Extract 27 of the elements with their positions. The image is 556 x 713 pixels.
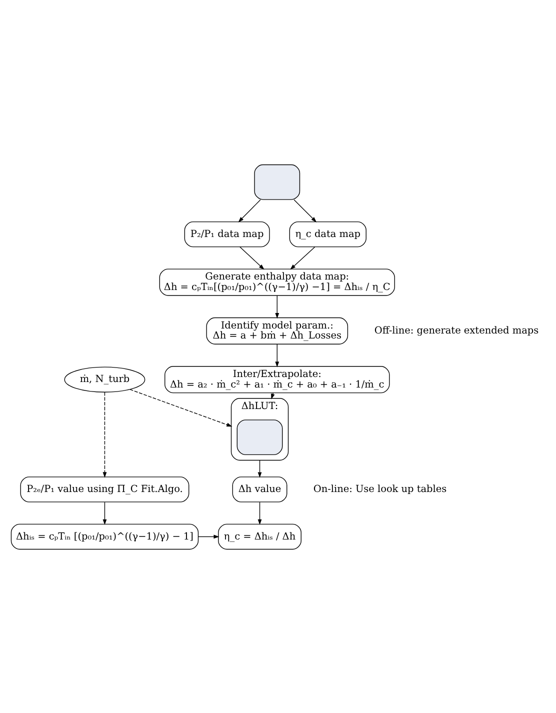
cluster: ΔhLUT: — [230, 398, 289, 460]
node-box: Inter/Extrapolate: Δh = a₂ · ṁ_c² + a₁ · ṁ_c + a₀ + a₋₁ · 1/ṁ_c — [164, 366, 390, 393]
arrow — [290, 246, 316, 270]
arrow — [198, 534, 220, 538]
label: On-line: Use look up tables — [313, 484, 447, 495]
node-box: η_c data map — [289, 220, 366, 247]
arrow — [102, 391, 107, 478]
node-box: Generate enthalpy data map: Δh = cₚTᵢₙ[(p₀₁/p₀₁)^((γ−1)/γ) −1] = Δhᵢₛ / η_C — [159, 268, 395, 296]
node-box — [254, 164, 300, 200]
node-box: η_c = Δhᵢₛ / Δh — [218, 523, 302, 550]
node-box: Δh value — [232, 476, 288, 502]
label: Off-line: generate extended maps — [374, 325, 539, 336]
node-box: P₂/P₁ data map — [184, 220, 270, 247]
node-ellipse: ṁ, N_turb — [64, 366, 146, 392]
arrow — [240, 246, 264, 270]
node-box: Identify model param.: Δh = a + bṁ + Δh_Losses — [206, 316, 348, 344]
arrow — [102, 501, 107, 524]
node-box — [236, 419, 283, 455]
arrow — [294, 198, 317, 222]
arrow — [258, 501, 262, 524]
arrow — [275, 294, 280, 318]
arrow — [258, 459, 262, 478]
arrow — [238, 198, 261, 222]
node-box: Δhᵢₛ = cₚTᵢₙ [(p₀₁/p₀₁)^((γ−1)/γ) − 1] — [10, 523, 199, 550]
arrow — [275, 343, 280, 367]
node-box: P₂ₑ/P₁ value using Π_C Fit.Algo. — [20, 476, 190, 502]
arrow — [130, 388, 232, 426]
